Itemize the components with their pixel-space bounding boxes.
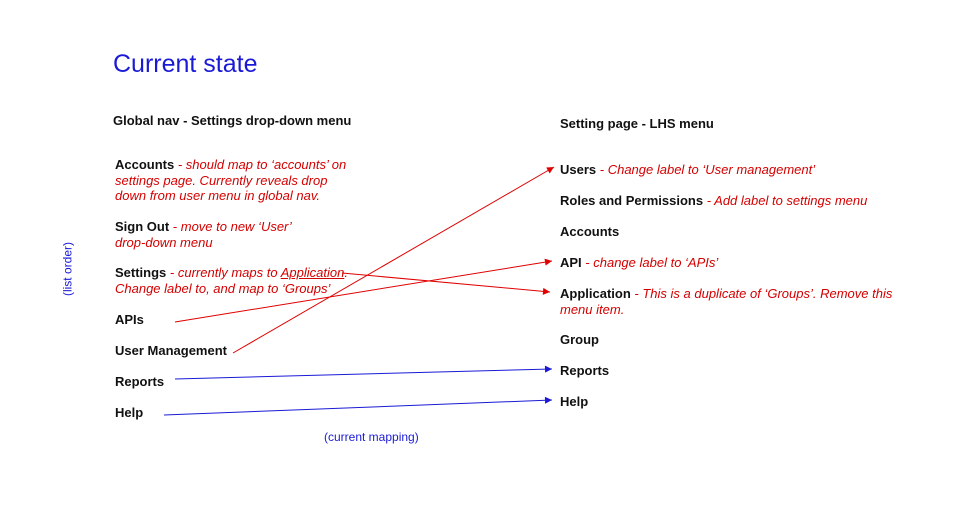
- item-note: - change label to ‘APIs’: [585, 255, 719, 270]
- item-label: Sign Out: [115, 219, 170, 234]
- item-note: - currently maps to: [169, 265, 281, 280]
- item-note: - Change label to ‘User management’: [599, 162, 816, 177]
- settings-item-api: API - change label to ‘APIs’: [560, 255, 718, 271]
- item-note: .: [344, 265, 348, 280]
- item-label: Application: [560, 286, 631, 301]
- item-note: - should map to ‘accounts’ on: [177, 157, 347, 172]
- item-label: Accounts: [560, 224, 620, 239]
- arrow-help-to-help: [163, 396, 553, 416]
- item-note: - move to new ‘User’: [172, 219, 292, 234]
- item-note: down from user menu in global nav.: [115, 188, 320, 203]
- item-label: Accounts: [115, 157, 175, 172]
- global-nav-item-sign-out: Sign Out - move to new ‘User’ drop-down …: [115, 219, 292, 250]
- item-note: settings page. Currently reveals drop: [115, 172, 328, 188]
- item-label: Users: [560, 162, 597, 177]
- item-label: Roles and Permissions: [560, 193, 704, 208]
- item-label: Settings: [115, 265, 167, 280]
- arrow-user-management-to-users: [232, 166, 555, 354]
- global-nav-item-apis: APIs: [115, 312, 144, 328]
- global-nav-item-reports: Reports: [115, 374, 164, 390]
- settings-page-header: Setting page - LHS menu: [560, 116, 714, 131]
- item-label: User Management: [115, 343, 227, 358]
- global-nav-header: Global nav - Settings drop-down menu: [113, 113, 352, 128]
- item-label: Reports: [115, 374, 165, 389]
- current-mapping-caption: (current mapping): [324, 430, 419, 444]
- page-title: Current state: [113, 50, 258, 78]
- global-nav-item-help: Help: [115, 405, 143, 421]
- item-label: Reports: [560, 363, 610, 378]
- settings-item-help: Help: [560, 394, 588, 410]
- arrow-settings-to-application: [341, 272, 551, 295]
- item-note: - This is a duplicate of ‘Groups’. Remov…: [634, 286, 893, 301]
- global-nav-item-accounts: Accounts - should map to ‘accounts’ on s…: [115, 157, 346, 204]
- item-label: API: [560, 255, 582, 270]
- settings-item-reports: Reports: [560, 363, 609, 379]
- settings-item-users: Users - Change label to ‘User management…: [560, 162, 815, 178]
- item-label: Help: [115, 405, 144, 420]
- item-note: - Add label to settings menu: [706, 193, 868, 208]
- application-link-text: Application: [280, 265, 345, 280]
- arrow-reports-to-reports: [174, 365, 553, 380]
- item-note: drop-down menu: [115, 234, 213, 250]
- item-label: Help: [560, 394, 589, 409]
- item-label: APIs: [115, 312, 144, 327]
- settings-item-accounts: Accounts: [560, 224, 619, 240]
- settings-item-group: Group: [560, 332, 599, 348]
- settings-item-application: Application - This is a duplicate of ‘Gr…: [560, 286, 892, 317]
- settings-item-roles-and-permissions: Roles and Permissions - Add label to set…: [560, 193, 867, 209]
- item-note: Change label to, and map to ‘Groups’: [115, 280, 331, 296]
- item-label: Group: [560, 332, 599, 347]
- global-nav-item-settings: Settings - currently maps to Application…: [115, 265, 348, 296]
- arrow-apis-to-api: [174, 258, 553, 323]
- global-nav-item-user-management: User Management: [115, 343, 227, 359]
- item-note: menu item.: [560, 301, 625, 317]
